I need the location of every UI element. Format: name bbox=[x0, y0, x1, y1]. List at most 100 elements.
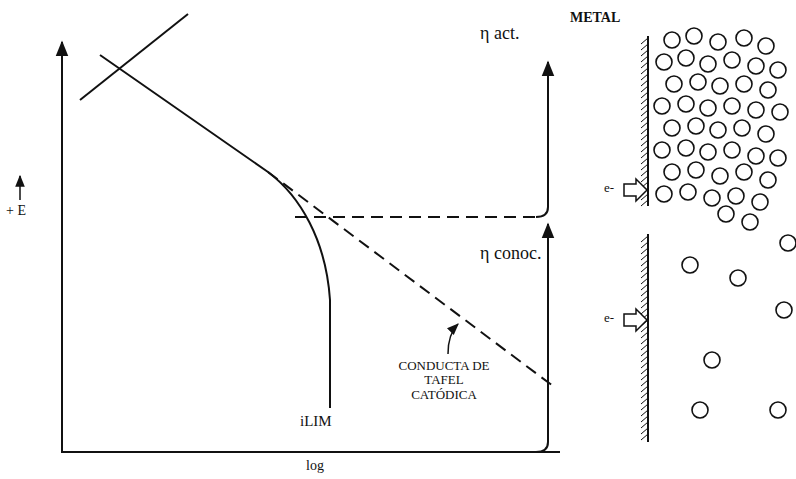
particle bbox=[736, 164, 752, 180]
particle bbox=[742, 214, 758, 230]
particle bbox=[654, 98, 670, 114]
particle bbox=[690, 74, 706, 90]
hatch-line bbox=[641, 200, 648, 206]
particle bbox=[752, 194, 768, 210]
particle bbox=[760, 82, 776, 98]
hatch-line bbox=[641, 170, 648, 176]
hatch-line bbox=[641, 344, 648, 350]
particle bbox=[656, 186, 672, 202]
hatch-line bbox=[641, 176, 648, 182]
particle bbox=[760, 172, 776, 188]
particle bbox=[678, 50, 694, 66]
particle bbox=[724, 52, 740, 68]
particle bbox=[700, 56, 716, 72]
hatch-line bbox=[641, 104, 648, 110]
particle bbox=[688, 162, 704, 178]
particle bbox=[700, 144, 716, 160]
particle bbox=[776, 302, 792, 318]
hatch-line bbox=[641, 38, 648, 44]
hatch-line bbox=[641, 284, 648, 290]
hatch-line bbox=[641, 278, 648, 284]
ilim-label: iLIM bbox=[300, 413, 332, 430]
hatch-line bbox=[641, 68, 648, 74]
particle bbox=[680, 184, 696, 200]
particle bbox=[664, 164, 680, 180]
hatch-line bbox=[641, 350, 648, 356]
particle bbox=[704, 190, 720, 206]
hatch-line bbox=[641, 428, 648, 434]
particle bbox=[686, 28, 702, 44]
hatch-line bbox=[641, 110, 648, 116]
hatch-line bbox=[641, 434, 648, 440]
particle bbox=[664, 32, 680, 48]
potential-arrow bbox=[19, 176, 21, 200]
hatch-line bbox=[641, 134, 648, 140]
particle bbox=[682, 257, 698, 273]
particle bbox=[710, 34, 726, 50]
particle bbox=[758, 126, 774, 142]
hatch-line bbox=[641, 266, 648, 272]
hatch-line bbox=[641, 296, 648, 302]
particle bbox=[704, 352, 720, 368]
particle bbox=[712, 168, 728, 184]
hatch-line bbox=[641, 98, 648, 104]
hatch-line bbox=[641, 140, 648, 146]
hatch-line bbox=[641, 404, 648, 410]
particle bbox=[736, 76, 752, 92]
eta-conc-label: η conoc. bbox=[480, 244, 541, 264]
hatch-line bbox=[641, 62, 648, 68]
particle bbox=[700, 100, 716, 116]
hatch-line bbox=[641, 356, 648, 362]
electron-label: e- bbox=[604, 311, 614, 325]
hatch-line bbox=[641, 56, 648, 62]
metal-label: METAL bbox=[570, 10, 620, 25]
hatch-line bbox=[641, 128, 648, 134]
particle bbox=[730, 270, 746, 286]
tafel-label: CONDUCTA DE TAFEL CATÓDICA bbox=[390, 358, 498, 403]
particle bbox=[748, 148, 764, 164]
hatch-line bbox=[641, 50, 648, 56]
hatch-line bbox=[641, 122, 648, 128]
electron-arrow bbox=[624, 309, 647, 331]
particle bbox=[678, 96, 694, 112]
hatch-line bbox=[641, 422, 648, 428]
particle bbox=[692, 402, 708, 418]
hatch-line bbox=[641, 302, 648, 308]
hatch-line bbox=[641, 146, 648, 152]
hatch-line bbox=[641, 152, 648, 158]
particle bbox=[758, 38, 774, 54]
anodic-line bbox=[80, 14, 188, 100]
particle bbox=[724, 98, 740, 114]
hatch-line bbox=[641, 116, 648, 122]
particle bbox=[770, 402, 786, 418]
particle bbox=[734, 120, 750, 136]
level-dashed bbox=[295, 216, 536, 218]
leader-arrow bbox=[448, 324, 458, 354]
hatch-line bbox=[641, 158, 648, 164]
particle bbox=[748, 58, 764, 74]
particle bbox=[728, 188, 744, 204]
hatch-line bbox=[641, 74, 648, 80]
hatch-line bbox=[641, 92, 648, 98]
particle bbox=[770, 150, 786, 166]
electron-arrow bbox=[624, 179, 647, 201]
cathodic-curve bbox=[100, 55, 330, 408]
x-axis bbox=[61, 451, 560, 453]
hatch-line bbox=[641, 254, 648, 260]
hatch-line bbox=[641, 386, 648, 392]
y-axis bbox=[61, 42, 63, 452]
particle bbox=[664, 120, 680, 136]
hatch-line bbox=[641, 236, 648, 242]
hatch-line bbox=[641, 44, 648, 50]
hatch-line bbox=[641, 248, 648, 254]
particle bbox=[724, 142, 740, 158]
particle bbox=[748, 102, 764, 118]
hatch-line bbox=[641, 410, 648, 416]
metal-wall bbox=[647, 36, 649, 206]
tafel-dashed bbox=[268, 172, 553, 386]
hatch-line bbox=[641, 362, 648, 368]
hatch-line bbox=[641, 416, 648, 422]
hatch-line bbox=[641, 80, 648, 86]
hatch-line bbox=[641, 368, 648, 374]
